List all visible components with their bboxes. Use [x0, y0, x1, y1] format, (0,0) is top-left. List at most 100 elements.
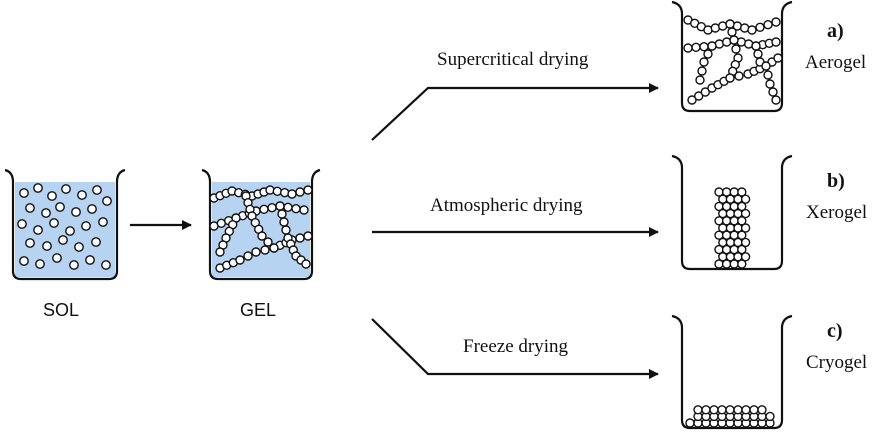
gel-bead	[281, 225, 291, 235]
aerogel-label: Aerogel	[805, 52, 867, 73]
xerogel-label: Xerogel	[806, 202, 868, 223]
gel-bead	[215, 247, 225, 257]
sol-particle	[98, 217, 108, 227]
xerogel-beaker	[671, 154, 793, 271]
freeze-drying-arrow	[371, 318, 659, 379]
aerogel-bead	[753, 49, 763, 59]
xerogel-bead	[740, 252, 751, 262]
sol-particle	[35, 259, 45, 269]
sol-particle	[87, 204, 97, 214]
aerogel-bead	[731, 44, 741, 54]
gel-bead	[291, 203, 301, 214]
sol-particle	[49, 218, 59, 228]
gel-bead	[243, 251, 253, 261]
gel-bead	[277, 209, 287, 219]
gel-bead	[279, 217, 289, 227]
aerogel-bead	[761, 61, 771, 71]
gel-bead	[267, 202, 277, 213]
sol-particle	[17, 219, 27, 229]
gel-bead	[263, 237, 273, 247]
aerogel-bead	[683, 43, 693, 53]
gel-bead	[260, 245, 270, 255]
gel-bead	[295, 187, 305, 197]
aerogel-network	[683, 15, 783, 105]
cryogel-bead	[741, 405, 751, 415]
gel-bead	[303, 185, 313, 195]
gel-bead	[272, 186, 282, 197]
freeze-drying-label: Freeze drying	[463, 336, 568, 357]
cryogel-bead	[717, 405, 727, 415]
gel-bead	[283, 202, 293, 213]
gel-bead	[259, 204, 269, 215]
sol-particle	[19, 188, 29, 198]
gel-bead	[303, 231, 313, 241]
cryogel-bead	[757, 405, 767, 415]
xerogel-bead	[737, 216, 747, 226]
aerogel-bead	[771, 37, 781, 47]
aerogel-bead	[747, 25, 757, 35]
cryogel-letter: c)	[827, 320, 843, 342]
aerogel-beaker-outline	[671, 0, 793, 113]
gel-bead	[301, 259, 311, 269]
sol-particle	[41, 208, 51, 218]
sol-particle	[92, 185, 102, 195]
cryogel-label: Cryogel	[806, 352, 868, 373]
sol-particle	[52, 253, 62, 263]
sol-particle	[77, 190, 87, 200]
cryogel-bead	[685, 418, 695, 428]
sol-beaker	[4, 168, 126, 281]
xerogel-bead	[740, 223, 751, 233]
atmospheric-drying-label: Atmospheric drying	[430, 195, 583, 216]
sol-beaker-outline	[4, 168, 126, 281]
xerogel-bead	[737, 201, 747, 212]
aerogel-bead	[703, 49, 713, 59]
gel-bead	[275, 201, 285, 211]
sol-particles	[17, 183, 112, 270]
aerogel-bead	[755, 22, 765, 32]
sol-particle	[42, 241, 52, 251]
aerogel-bead	[734, 71, 744, 81]
sol-particle	[61, 184, 71, 194]
cryogel-bead	[765, 411, 775, 422]
sol-liquid	[15, 182, 115, 277]
aerogel-beaker	[671, 0, 793, 113]
aerogel-bead	[751, 41, 761, 51]
sol-particle	[55, 202, 65, 212]
aerogel-bead	[763, 70, 773, 80]
aerogel-bead	[771, 95, 781, 105]
aerogel-bead	[694, 91, 704, 101]
gel-bead	[287, 189, 297, 199]
xerogel-bead	[729, 187, 739, 197]
sol-particle	[69, 260, 79, 270]
cryogel-beaker-outline	[671, 314, 793, 430]
xerogel-bead	[714, 187, 724, 197]
sol-particle	[25, 238, 35, 248]
aerogel-bead	[700, 87, 710, 97]
aerogel-bead	[768, 87, 778, 97]
aerogel-bead	[707, 41, 717, 51]
aerogel-bead	[727, 27, 737, 37]
cryogel-bead	[749, 405, 759, 415]
sol-particle	[102, 196, 112, 206]
sol-particle	[19, 256, 29, 266]
xerogel-bead	[740, 237, 751, 248]
sol-particle	[91, 237, 101, 247]
cryogel-beaker	[671, 314, 793, 430]
xerogel-bead	[737, 244, 747, 255]
aerogel-letter: a)	[827, 20, 844, 42]
xerogel-column	[714, 187, 751, 269]
xerogel-beaker-outline	[671, 154, 793, 271]
sol-particle	[101, 260, 111, 270]
gel-bead	[257, 231, 267, 241]
aerogel-bead	[773, 53, 783, 63]
aerogel-bead	[763, 20, 773, 30]
xerogel-bead	[737, 187, 747, 197]
aerogel-bead	[771, 17, 781, 27]
aerogel-bead	[765, 79, 775, 89]
sol-particle	[81, 221, 91, 231]
supercritical-drying-arrow	[371, 83, 659, 141]
sol-particle	[47, 191, 57, 201]
sol-particle	[25, 203, 35, 213]
sol-particle	[74, 242, 84, 252]
